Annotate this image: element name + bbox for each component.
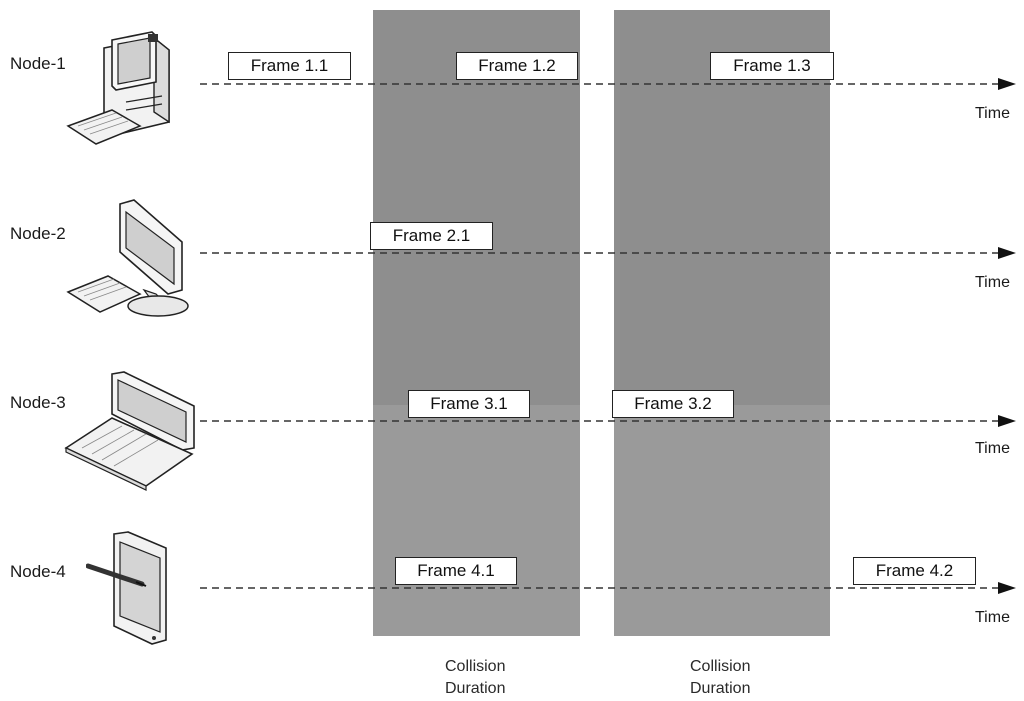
frame-3-2: Frame 3.2: [612, 390, 734, 418]
frame-2-1: Frame 2.1: [370, 222, 493, 250]
frame-1-1: Frame 1.1: [228, 52, 351, 80]
timeline-arrowhead: [998, 247, 1016, 259]
desktop-tower-icon: [66, 31, 170, 145]
time-label-2: Time: [975, 274, 1010, 291]
collision-label-2-line1: Collision: [690, 658, 751, 675]
frame-1-2: Frame 1.2: [456, 52, 578, 80]
frame-3-1: Frame 3.1: [408, 390, 530, 418]
timeline-arrowhead: [998, 582, 1016, 594]
collision-label-1: Collision Duration: [445, 656, 505, 700]
stylus-icon: [86, 563, 145, 587]
node-1-label: Node-1: [10, 54, 66, 73]
timeline-node-4: [200, 582, 1016, 594]
monitor-icon: [66, 199, 189, 317]
time-label-3: Time: [975, 440, 1010, 457]
node-2-label: Node-2: [10, 224, 66, 243]
collision-label-2-line2: Duration: [690, 680, 751, 697]
node-4-label: Node-4: [10, 562, 66, 581]
laptop-icon: [64, 371, 195, 491]
collision-label-1-line2: Duration: [445, 680, 506, 697]
timeline-arrowhead: [998, 78, 1016, 90]
timeline-node-3: [200, 415, 1016, 427]
time-label-4: Time: [975, 609, 1010, 626]
timeline-node-2: [200, 247, 1016, 259]
collision-label-1-line1: Collision: [445, 658, 506, 675]
collision-band-1-lower: [373, 405, 580, 636]
collision-label-2: Collision Duration: [690, 656, 750, 700]
time-label-1: Time: [975, 105, 1010, 122]
collision-band-2-lower: [614, 405, 830, 636]
tablet-icon: [86, 531, 167, 645]
node-3-label: Node-3: [10, 393, 66, 412]
frame-1-3: Frame 1.3: [710, 52, 834, 80]
timeline-node-1: [200, 78, 1016, 90]
frame-4-1: Frame 4.1: [395, 557, 517, 585]
frame-4-2: Frame 4.2: [853, 557, 976, 585]
timeline-arrowhead: [998, 415, 1016, 427]
